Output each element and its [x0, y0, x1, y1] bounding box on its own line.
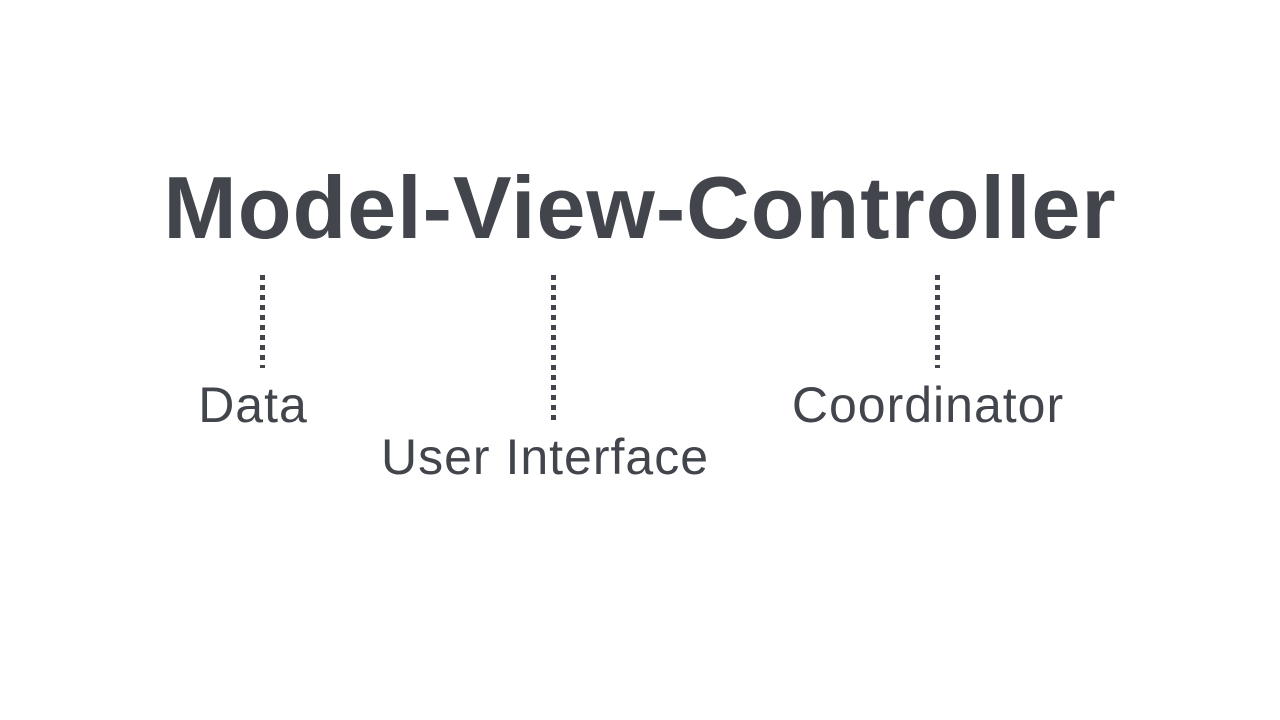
annotation-label-data: Data [198, 377, 308, 433]
annotation-label-coordinator: Coordinator [791, 377, 1065, 433]
connector-line-controller [935, 275, 940, 368]
annotation-label-user-interface: User Interface [380, 429, 710, 485]
diagram-title: Model-View-Controller [163, 158, 1117, 257]
connector-line-model [260, 275, 265, 368]
connector-line-view [551, 275, 556, 420]
